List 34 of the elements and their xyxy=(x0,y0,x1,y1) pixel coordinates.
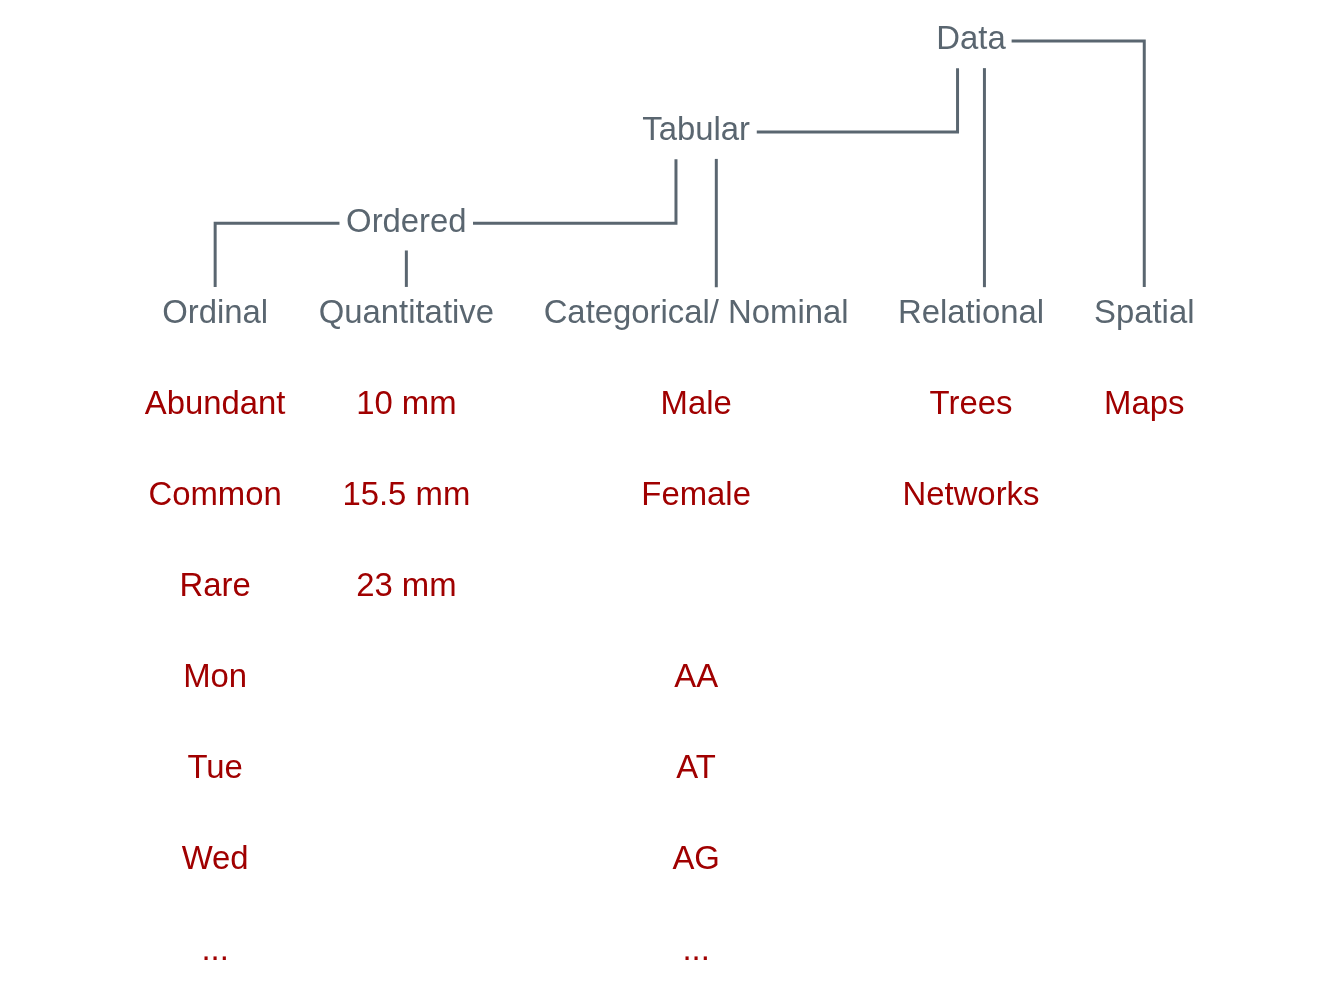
label: Wed xyxy=(181,839,249,877)
label: 10 mm xyxy=(356,383,457,421)
connector xyxy=(714,158,718,288)
label: Female xyxy=(641,474,751,512)
connector xyxy=(1011,39,1146,288)
label: AA xyxy=(674,657,719,695)
label: 23 mm xyxy=(356,565,457,603)
label: ... xyxy=(201,930,229,968)
node-text: Data xyxy=(936,19,1006,57)
connector xyxy=(404,250,408,287)
label: Networks xyxy=(902,474,1040,512)
label: 15.5 mm xyxy=(342,474,471,512)
label: AT xyxy=(676,748,716,786)
node-text: Categorical/ Nominal xyxy=(543,292,849,330)
connector xyxy=(473,159,678,225)
connector xyxy=(756,68,960,134)
label: Abundant xyxy=(144,383,286,421)
label: ... xyxy=(682,930,710,968)
node-text: Ordered xyxy=(346,201,467,239)
node-text: Quantitative xyxy=(318,292,495,330)
connector xyxy=(213,221,340,287)
label: AG xyxy=(672,839,720,877)
label: Rare xyxy=(179,565,251,603)
node-text: Ordinal xyxy=(162,292,269,330)
label: Maps xyxy=(1104,383,1185,421)
node-text: Spatial xyxy=(1094,292,1195,330)
node-text: Relational xyxy=(897,292,1045,330)
label: Male xyxy=(660,383,732,421)
node-text: Tabular xyxy=(642,110,751,148)
label: Tue xyxy=(187,748,243,786)
label: Common xyxy=(148,474,282,512)
label: Trees xyxy=(929,383,1013,421)
label: Mon xyxy=(183,657,248,695)
connector xyxy=(982,68,986,288)
